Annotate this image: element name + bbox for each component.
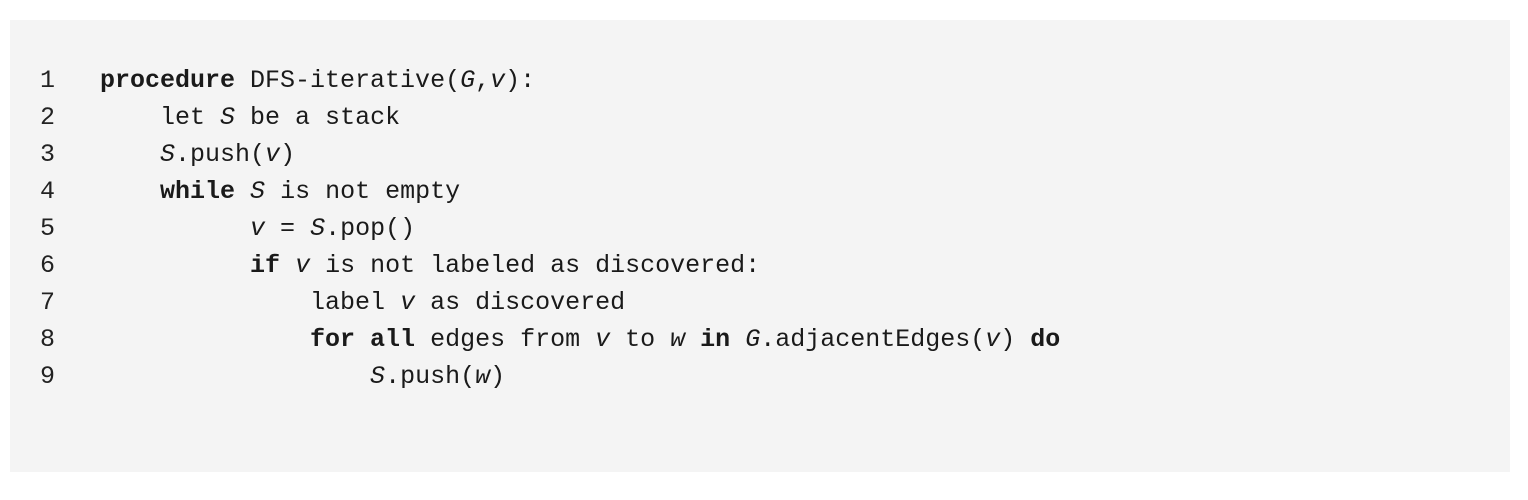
code-text: let [160, 103, 221, 132]
code-line: 2 let S be a stack [40, 99, 1060, 136]
code-text: .adjacentEdges( [760, 325, 986, 354]
code-line: 5 v = S.pop() [40, 210, 1060, 247]
line-indent [100, 251, 250, 280]
code-text [685, 325, 700, 354]
code-text: DFS-iterative( [235, 66, 461, 95]
code-line: 7 label v as discovered [40, 284, 1060, 321]
line-number: 9 [40, 362, 56, 391]
line-number: 1 [40, 66, 56, 95]
code-line: 9 S.push(w) [40, 358, 1060, 395]
line-number: 3 [40, 140, 56, 169]
code-text [280, 251, 295, 280]
keyword: if [250, 251, 281, 280]
variable: S [310, 214, 326, 243]
code-text: .push( [175, 140, 266, 169]
variable: S [370, 362, 386, 391]
line-indent [100, 214, 250, 243]
line-indent [100, 288, 310, 317]
code-text: ) [1000, 325, 1031, 354]
line-number: 5 [40, 214, 56, 243]
code-text: ): [505, 66, 536, 95]
code-text [235, 177, 250, 206]
code-text: = [265, 214, 311, 243]
variable: v [490, 66, 506, 95]
code-text [730, 325, 745, 354]
code-text: .push( [385, 362, 476, 391]
variable: v [985, 325, 1001, 354]
variable: v [400, 288, 416, 317]
variable: v [250, 214, 266, 243]
keyword: in [700, 325, 731, 354]
code-text: , [475, 66, 491, 95]
variable: v [295, 251, 311, 280]
code-text: as discovered [415, 288, 626, 317]
keyword: for all [310, 325, 416, 354]
variable: S [160, 140, 176, 169]
variable: G [460, 66, 476, 95]
line-indent [100, 140, 160, 169]
line-number: 6 [40, 251, 56, 280]
variable: v [595, 325, 611, 354]
code-text: edges from [415, 325, 596, 354]
variable: S [250, 177, 266, 206]
line-number: 8 [40, 325, 56, 354]
code-text: be a stack [235, 103, 401, 132]
variable: w [670, 325, 686, 354]
keyword: procedure [100, 66, 236, 95]
variable: v [265, 140, 281, 169]
line-indent [100, 177, 160, 206]
keyword: while [160, 177, 236, 206]
code-text: .pop() [325, 214, 416, 243]
variable: w [475, 362, 491, 391]
line-number: 2 [40, 103, 56, 132]
code-text: to [610, 325, 671, 354]
code-line: 1 procedure DFS-iterative(G,v): [40, 62, 1060, 99]
code-line: 4 while S is not empty [40, 173, 1060, 210]
variable: S [220, 103, 236, 132]
line-number: 4 [40, 177, 56, 206]
code-text: is not labeled as discovered: [310, 251, 761, 280]
variable: G [745, 325, 761, 354]
line-number: 7 [40, 288, 56, 317]
code-text: label [310, 288, 401, 317]
code-text: is not empty [265, 177, 461, 206]
line-indent [100, 103, 160, 132]
code-line: 6 if v is not labeled as discovered: [40, 247, 1060, 284]
code-line: 8 for all edges from v to w in G.adjacen… [40, 321, 1060, 358]
line-indent [100, 325, 310, 354]
code-text: ) [280, 140, 296, 169]
line-indent [100, 362, 370, 391]
keyword: do [1030, 325, 1061, 354]
code-text: ) [490, 362, 506, 391]
code-line: 3 S.push(v) [40, 136, 1060, 173]
